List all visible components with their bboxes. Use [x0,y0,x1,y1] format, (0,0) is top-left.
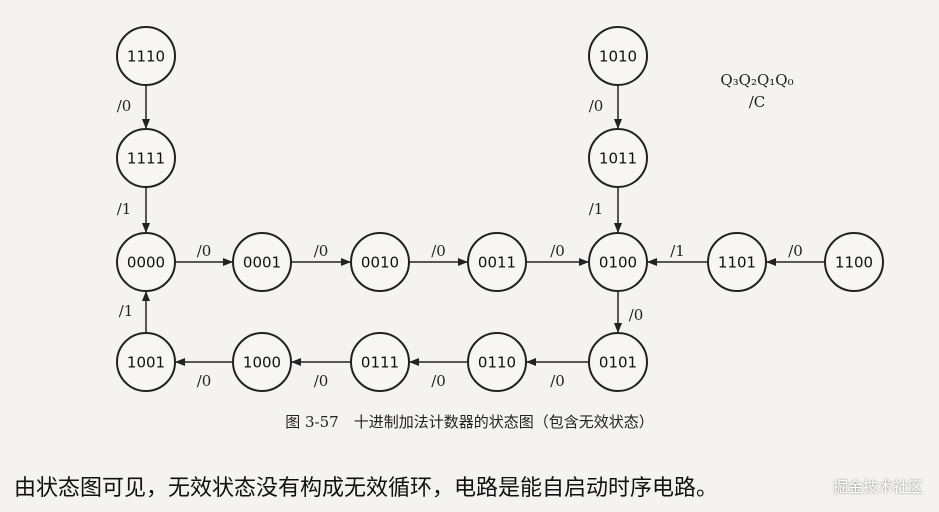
state-circle [588,128,648,188]
legend-output: /C [749,93,766,111]
transition-label: /1 [119,302,134,320]
transition-label: /0 [431,372,446,390]
state-label: 1100 [835,254,873,272]
transition-label: /0 [117,97,132,115]
state-0000: 0000 [116,232,176,292]
state-0110: 0110 [467,332,527,392]
transition-label: /1 [589,200,604,218]
transition-label: /0 [629,306,644,324]
state-circle [116,232,176,292]
states: 1110 1111 1010 1011 0000 0001 0010 0011 0100 1101… [116,26,884,392]
body-text: 由状态图可见，无效状态没有构成无效循环，电路是能自启动时序电路。 [14,476,719,501]
state-circle [116,26,176,86]
state-label: 1000 [243,354,281,372]
state-label: 0111 [361,354,399,372]
state-circle [588,26,648,86]
transition-label: /0 [197,372,212,390]
state-circle [350,332,410,392]
state-1111: 1111 [116,128,176,188]
figure-caption: 图 3-57 十进制加法计数器的状态图（包含无效状态） [285,413,654,431]
state-1101: 1101 [707,232,767,292]
state-label: 1001 [127,354,165,372]
state-circle [467,332,527,392]
state-label: 1010 [599,48,637,66]
state-circle [588,232,648,292]
state-circle [588,332,648,392]
state-0010: 0010 [350,232,410,292]
state-1100: 1100 [824,232,884,292]
transition-label: /0 [197,242,212,260]
state-label: 1101 [718,254,756,272]
state-1010: 1010 [588,26,648,86]
transition-label: /0 [431,242,446,260]
state-label: 1110 [127,48,165,66]
state-label: 0101 [599,354,637,372]
state-circle [116,128,176,188]
transition-label: /0 [550,372,565,390]
state-0011: 0011 [467,232,527,292]
transition-label: /1 [670,242,685,260]
state-label: 1111 [127,150,165,168]
state-circle [707,232,767,292]
state-0111: 0111 [350,332,410,392]
transition-label: /0 [550,242,565,260]
state-0101: 0101 [588,332,648,392]
state-label: 0011 [478,254,516,272]
state-label: 0110 [478,354,516,372]
transitions: /0/1/0/1/0/0/0/0/0/1/0/0/0/0/0/1 [117,85,825,390]
legend-state-vars: Q₃Q₂Q₁Q₀ [720,71,793,89]
transition-label: /0 [314,372,329,390]
state-label: 0100 [599,254,637,272]
state-1011: 1011 [588,128,648,188]
state-1000: 1000 [232,332,292,392]
state-diagram: /0/1/0/1/0/0/0/0/0/1/0/0/0/0/0/1 1110111… [116,26,884,392]
transition-label: /0 [314,242,329,260]
state-0001: 0001 [232,232,292,292]
state-circle [116,332,176,392]
state-circle [232,332,292,392]
state-circle [824,232,884,292]
transition-label: /0 [589,97,604,115]
state-label: 0010 [361,254,399,272]
transition-label: /0 [788,242,803,260]
state-0100: 0100 [588,232,648,292]
state-circle [232,232,292,292]
state-label: 0000 [127,254,165,272]
state-1110: 1110 [116,26,176,86]
watermark: 掘金技术社区 [832,478,923,496]
state-circle [467,232,527,292]
transition-label: /1 [117,200,132,218]
state-label: 0001 [243,254,281,272]
state-1001: 1001 [116,332,176,392]
state-label: 1011 [599,150,637,168]
state-circle [350,232,410,292]
